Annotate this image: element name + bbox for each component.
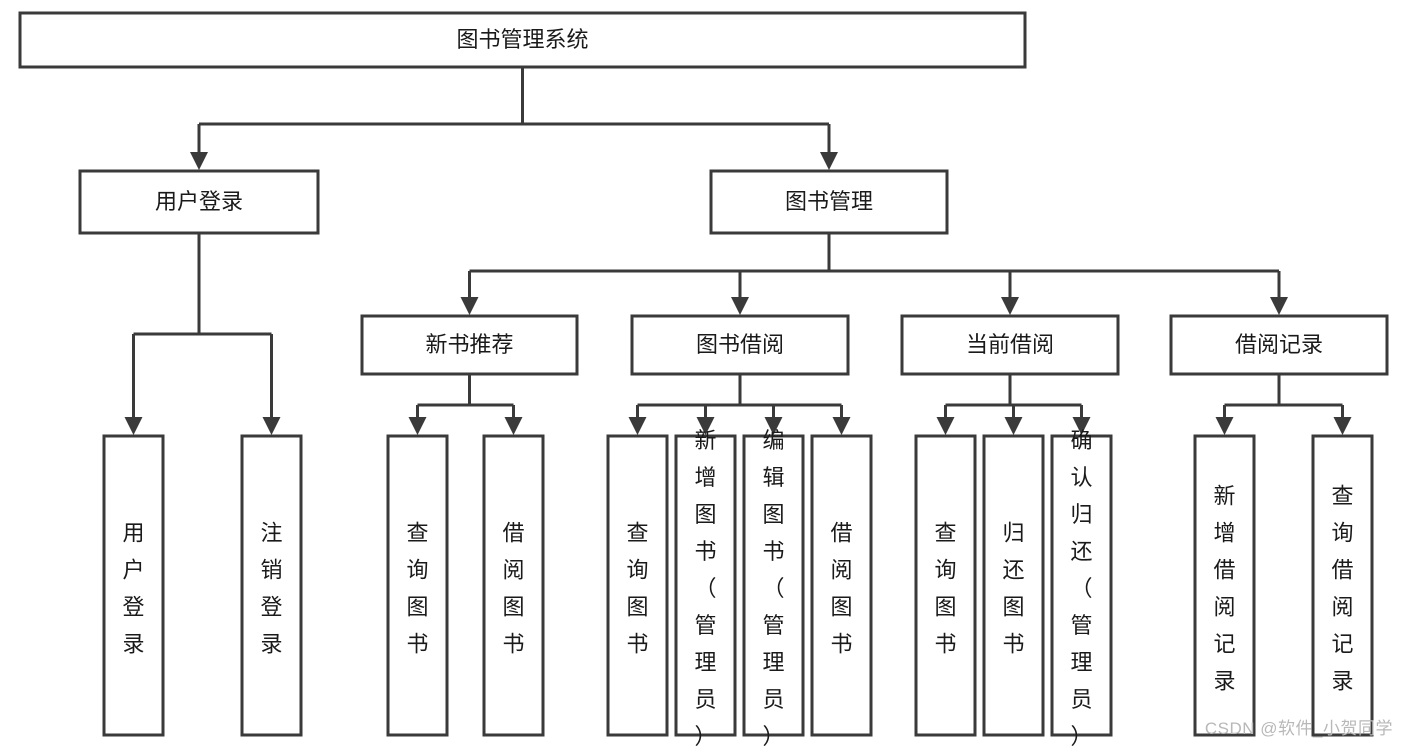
connector-arrowhead	[1215, 417, 1234, 435]
node-label-current-borrow: 当前借阅	[966, 332, 1054, 357]
node-label-book-management: 图书管理	[785, 189, 873, 214]
node-label-leaf-add-book: 新增图书（管理员）	[694, 428, 716, 747]
node-box-leaf-add-book	[674, 434, 737, 737]
connector-arrowhead	[460, 297, 479, 315]
node-label-borrow-record: 借阅记录	[1235, 332, 1323, 357]
connector-arrowhead	[1270, 297, 1288, 315]
node-box-leaf-confirm-return	[1050, 434, 1113, 737]
node-book-borrow[interactable]: 图书借阅	[630, 314, 850, 376]
node-label-leaf-query-book-borrow: 查询图书	[626, 520, 648, 656]
node-leaf-add-borrow-record[interactable]: 新增借阅记录	[1193, 434, 1256, 737]
node-box-root	[18, 11, 1027, 69]
node-box-borrow-record	[1169, 314, 1389, 376]
node-leaf-borrow-book[interactable]: 借阅图书	[810, 434, 873, 737]
node-label-leaf-query-book-current: 查询图书	[934, 520, 956, 656]
node-box-new-book-recommend	[360, 314, 579, 376]
node-box-leaf-query-book-current	[914, 434, 977, 737]
connector-arrowhead	[1072, 417, 1091, 435]
node-current-borrow[interactable]: 当前借阅	[900, 314, 1120, 376]
node-box-leaf-query-book-borrow	[606, 434, 669, 737]
connector-arrowhead	[262, 417, 281, 435]
node-layer: 图书管理系统用户登录图书管理新书推荐图书借阅当前借阅借阅记录用户登录注销登录查询…	[18, 11, 1389, 747]
connector-arrowhead	[190, 152, 208, 170]
node-book-management[interactable]: 图书管理	[709, 169, 949, 235]
node-label-leaf-query-borrow-record: 查询借阅记录	[1331, 483, 1353, 693]
watermark-text: CSDN @软件_小贺同学	[1204, 719, 1393, 738]
node-label-leaf-borrow-book: 借阅图书	[830, 520, 852, 656]
connector-arrowhead	[504, 417, 523, 435]
node-box-leaf-add-borrow-record	[1193, 434, 1256, 737]
node-leaf-add-book[interactable]: 新增图书（管理员）	[674, 428, 737, 747]
connector-arrowhead	[731, 297, 749, 315]
node-label-new-book-recommend: 新书推荐	[425, 332, 513, 357]
node-box-book-borrow	[630, 314, 850, 376]
node-leaf-edit-book[interactable]: 编辑图书（管理员）	[742, 428, 805, 747]
node-box-leaf-query-borrow-record	[1311, 434, 1374, 737]
node-leaf-query-borrow-record[interactable]: 查询借阅记录	[1311, 434, 1374, 737]
node-user-login[interactable]: 用户登录	[78, 169, 320, 235]
node-box-book-management	[709, 169, 949, 235]
node-label-leaf-edit-book: 编辑图书（管理员）	[762, 428, 784, 747]
node-root[interactable]: 图书管理系统	[18, 11, 1027, 69]
connector-arrowhead	[936, 417, 955, 435]
connector-arrowhead	[628, 417, 647, 435]
node-box-leaf-return-book	[982, 434, 1045, 737]
node-label-leaf-add-borrow-record: 新增借阅记录	[1213, 483, 1235, 693]
node-leaf-query-book-borrow[interactable]: 查询图书	[606, 434, 669, 737]
connector-arrowhead	[696, 417, 715, 435]
node-label-leaf-borrow-book-new: 借阅图书	[502, 520, 524, 656]
node-label-leaf-user-login: 用户登录	[122, 520, 144, 656]
node-box-leaf-query-book-new	[386, 434, 449, 737]
node-borrow-record[interactable]: 借阅记录	[1169, 314, 1389, 376]
node-leaf-query-book-new[interactable]: 查询图书	[386, 434, 449, 737]
node-label-leaf-return-book: 归还图书	[1002, 520, 1024, 656]
node-leaf-borrow-book-new[interactable]: 借阅图书	[482, 434, 545, 737]
node-box-leaf-logout	[240, 434, 303, 737]
node-leaf-return-book[interactable]: 归还图书	[982, 434, 1045, 737]
connector-arrowhead	[1333, 417, 1352, 435]
node-label-book-borrow: 图书借阅	[696, 332, 784, 357]
node-box-leaf-borrow-book-new	[482, 434, 545, 737]
node-leaf-logout[interactable]: 注销登录	[240, 434, 303, 737]
connector-arrowhead	[1004, 417, 1023, 435]
node-new-book-recommend[interactable]: 新书推荐	[360, 314, 579, 376]
node-leaf-user-login[interactable]: 用户登录	[102, 434, 165, 737]
node-box-leaf-borrow-book	[810, 434, 873, 737]
connector-arrowhead	[124, 417, 143, 435]
node-label-user-login: 用户登录	[155, 189, 243, 214]
connector-layer	[124, 67, 1352, 435]
node-label-leaf-logout: 注销登录	[260, 520, 282, 656]
connector-arrowhead	[832, 417, 851, 435]
node-box-leaf-edit-book	[742, 434, 805, 737]
node-leaf-confirm-return[interactable]: 确认归还（管理员）	[1050, 428, 1113, 747]
connector-arrowhead	[408, 417, 427, 435]
node-label-root: 图书管理系统	[456, 27, 588, 52]
node-box-leaf-user-login	[102, 434, 165, 737]
connector-arrowhead	[764, 417, 783, 435]
node-box-current-borrow	[900, 314, 1120, 376]
connector-arrowhead	[1001, 297, 1019, 315]
node-leaf-query-book-current[interactable]: 查询图书	[914, 434, 977, 737]
node-label-leaf-query-book-new: 查询图书	[406, 520, 428, 656]
node-label-leaf-confirm-return: 确认归还（管理员）	[1070, 428, 1092, 747]
connector-arrowhead	[820, 152, 838, 170]
node-box-user-login	[78, 169, 320, 235]
